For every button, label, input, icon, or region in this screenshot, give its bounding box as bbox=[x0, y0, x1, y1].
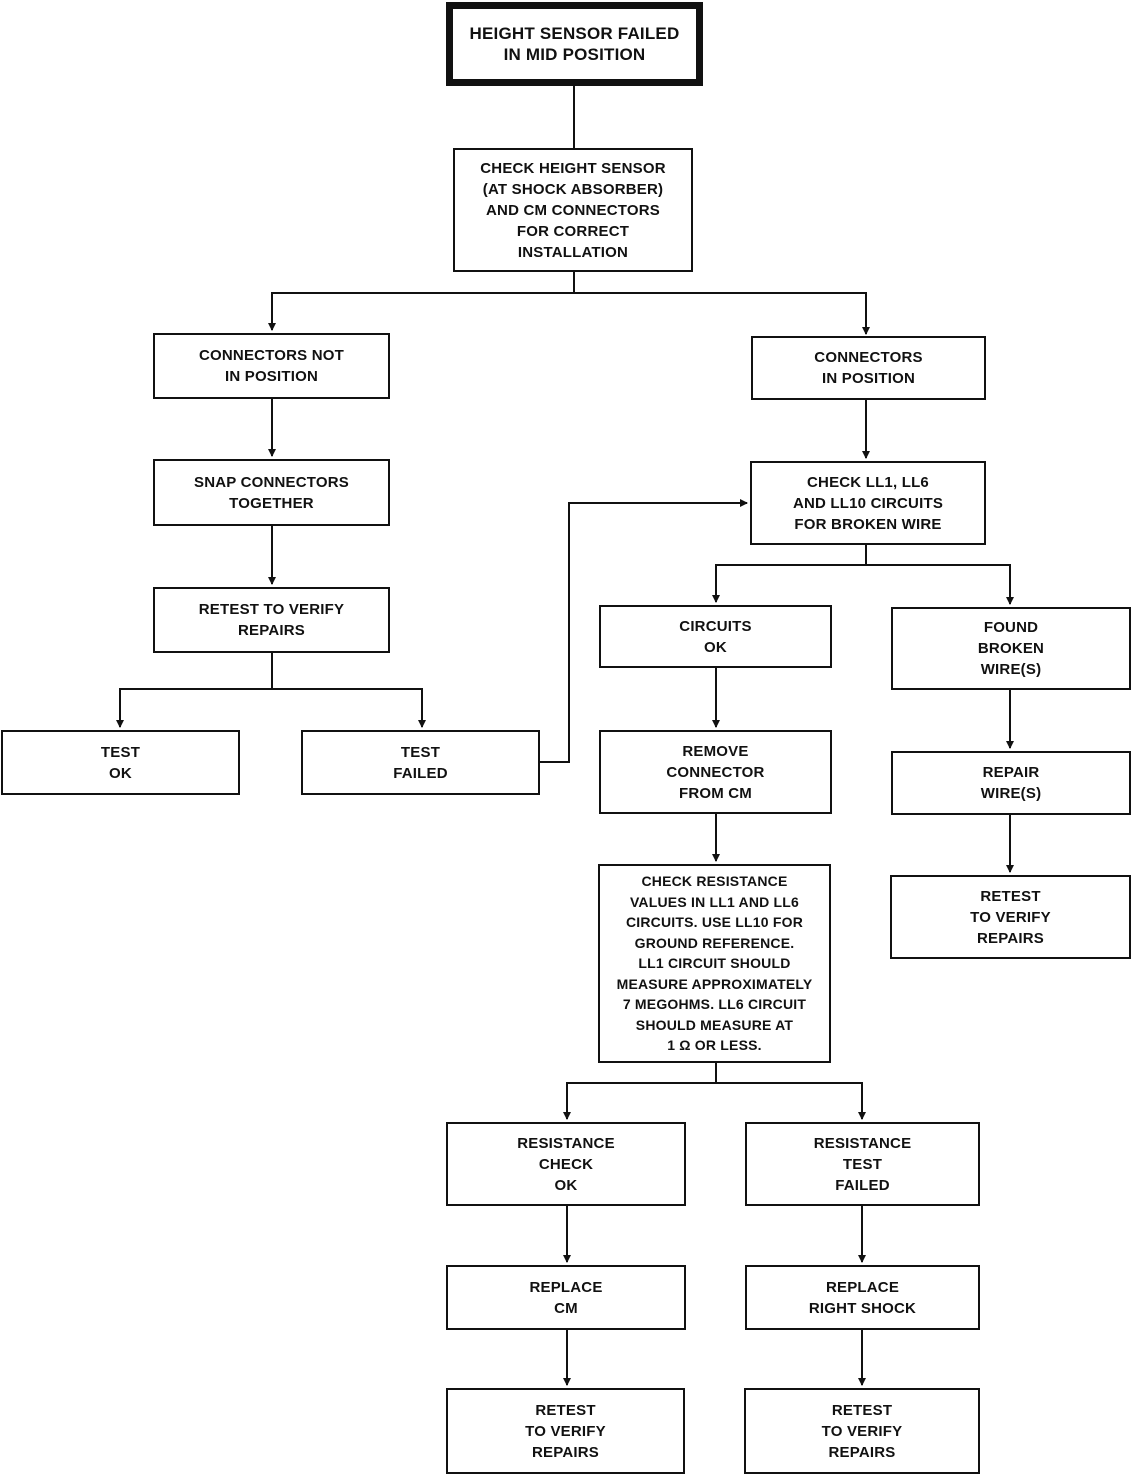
connector-check-split bbox=[268, 272, 575, 331]
connector-circuits-split-right bbox=[866, 564, 1014, 605]
replace-cm-label: REPLACE CM bbox=[529, 1278, 603, 1317]
resistance-failed-box: RESISTANCE TEST FAILED bbox=[745, 1122, 980, 1206]
resistance-ok-box: RESISTANCE CHECK OK bbox=[446, 1122, 686, 1206]
check-circuits-box: CHECK LL1, LL6 AND LL10 CIRCUITS FOR BRO… bbox=[750, 461, 986, 545]
connector-check-split-right bbox=[574, 292, 870, 335]
connector-retest-split-left bbox=[116, 653, 273, 728]
retest-cm-box: RETEST TO VERIFY REPAIRS bbox=[446, 1388, 685, 1474]
start-label: HEIGHT SENSOR FAILED IN MID POSITION bbox=[469, 24, 680, 64]
connector-retest-split-right bbox=[272, 688, 426, 728]
snap-connectors-box: SNAP CONNECTORS TOGETHER bbox=[153, 459, 390, 526]
retest-right-label: RETEST TO VERIFY REPAIRS bbox=[970, 887, 1051, 947]
test-ok-label: TEST OK bbox=[100, 743, 141, 782]
check-circuits-label: CHECK LL1, LL6 AND LL10 CIRCUITS FOR BRO… bbox=[792, 473, 944, 533]
circuits-ok-box: CIRCUITS OK bbox=[599, 605, 832, 668]
retest-right-box: RETEST TO VERIFY REPAIRS bbox=[890, 875, 1131, 959]
test-ok-box: TEST OK bbox=[1, 730, 240, 795]
test-failed-label: TEST FAILED bbox=[393, 743, 448, 782]
connector-resistance-split-right bbox=[716, 1082, 866, 1120]
retest-left-label: RETEST TO VERIFY REPAIRS bbox=[198, 601, 345, 639]
check-install-label: CHECK HEIGHT SENSOR (AT SHOCK ABSORBER) … bbox=[480, 159, 666, 261]
connectors-not-in-position-label: CONNECTORS NOT IN POSITION bbox=[198, 347, 345, 385]
remove-connector-box: REMOVE CONNECTOR FROM CM bbox=[599, 730, 832, 814]
connector-circuits-split-left bbox=[712, 545, 867, 603]
connectors-not-in-position-box: CONNECTORS NOT IN POSITION bbox=[153, 333, 390, 399]
snap-connectors-label: SNAP CONNECTORS TOGETHER bbox=[194, 473, 349, 512]
resistance-ok-label: RESISTANCE CHECK OK bbox=[517, 1134, 615, 1194]
connector-resistance-split-left bbox=[563, 1063, 717, 1120]
connectors-in-position-label: CONNECTORS IN POSITION bbox=[814, 349, 923, 387]
resistance-failed-label: RESISTANCE TEST FAILED bbox=[813, 1134, 912, 1194]
check-resistance-label: CHECK RESISTANCE VALUES IN LL1 AND LL6 C… bbox=[616, 873, 813, 1054]
replace-cm-box: REPLACE CM bbox=[446, 1265, 686, 1330]
repair-wires-box: REPAIR WIRE(S) bbox=[891, 751, 1131, 815]
repair-wires-label: REPAIR WIRE(S) bbox=[980, 764, 1042, 802]
test-failed-box: TEST FAILED bbox=[301, 730, 540, 795]
retest-cm-label: RETEST TO VERIFY REPAIRS bbox=[525, 1401, 606, 1461]
check-install-box: CHECK HEIGHT SENSOR (AT SHOCK ABSORBER) … bbox=[453, 148, 693, 272]
found-broken-label: FOUND BROKEN WIRE(S) bbox=[977, 619, 1045, 678]
connectors-in-position-box: CONNECTORS IN POSITION bbox=[751, 336, 986, 400]
retest-shock-box: RETEST TO VERIFY REPAIRS bbox=[744, 1388, 980, 1474]
retest-left-box: RETEST TO VERIFY REPAIRS bbox=[153, 587, 390, 653]
connector-test-failed-loop bbox=[540, 499, 748, 763]
retest-shock-label: RETEST TO VERIFY REPAIRS bbox=[821, 1401, 903, 1461]
replace-shock-label: REPLACE RIGHT SHOCK bbox=[808, 1278, 917, 1317]
circuits-ok-label: CIRCUITS OK bbox=[679, 617, 752, 656]
remove-connector-label: REMOVE CONNECTOR FROM CM bbox=[666, 742, 765, 802]
found-broken-box: FOUND BROKEN WIRE(S) bbox=[891, 607, 1131, 690]
replace-shock-box: REPLACE RIGHT SHOCK bbox=[745, 1265, 980, 1330]
check-resistance-box: CHECK RESISTANCE VALUES IN LL1 AND LL6 C… bbox=[598, 864, 831, 1063]
start-box: HEIGHT SENSOR FAILED IN MID POSITION bbox=[446, 2, 703, 86]
